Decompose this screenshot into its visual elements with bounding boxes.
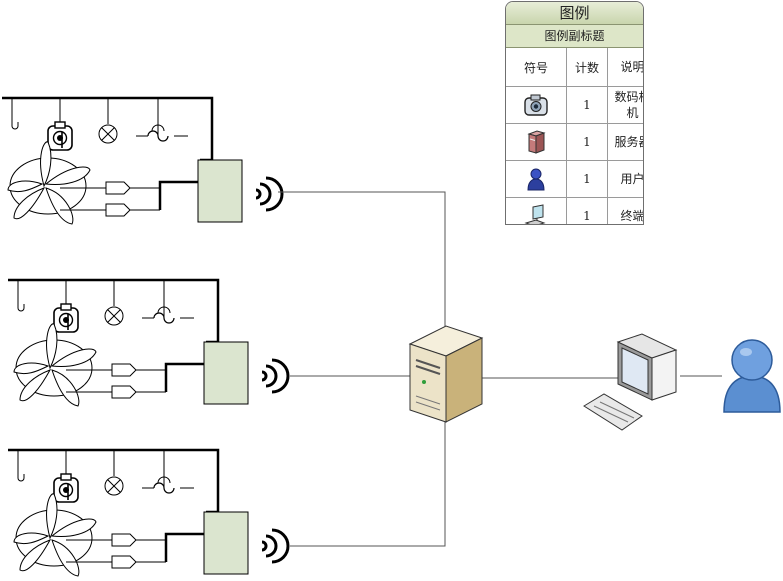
legend-count: 1 xyxy=(566,86,608,124)
server-icon[interactable] xyxy=(408,325,484,423)
camera-icon xyxy=(524,94,548,116)
server-icon xyxy=(527,130,546,154)
legend-symbol xyxy=(506,160,567,198)
site-1 xyxy=(0,96,284,226)
legend-symbol xyxy=(506,123,567,161)
legend-header-count: 计数 xyxy=(566,48,608,87)
legend-row-user: 1 用户 xyxy=(506,160,643,198)
legend-symbol xyxy=(506,86,567,124)
site-2 xyxy=(6,278,290,408)
legend-header-description: 说明 xyxy=(607,48,643,87)
legend-description: 数码相机 xyxy=(607,86,643,124)
legend-description: 终端 xyxy=(607,197,643,224)
legend-header-symbol: 符号 xyxy=(506,48,567,87)
legend-row-terminal: 1 终端 xyxy=(506,197,643,224)
legend-count: 1 xyxy=(566,123,608,161)
terminal-icon[interactable] xyxy=(583,333,678,431)
legend: 图例 图例副标题 符号 计数 说明 1 数码相机 xyxy=(505,1,644,225)
network-lines xyxy=(278,191,722,547)
site-3 xyxy=(6,448,290,578)
user-icon[interactable] xyxy=(723,339,781,413)
legend-symbol xyxy=(506,197,567,224)
legend-subtitle: 图例副标题 xyxy=(506,25,643,48)
legend-title: 图例 xyxy=(506,2,643,25)
legend-description: 服务器 xyxy=(607,123,643,161)
user-icon xyxy=(527,168,545,191)
legend-table: 符号 计数 说明 1 数码相机 xyxy=(506,48,643,224)
legend-row-server: 1 服务器 xyxy=(506,123,643,161)
legend-description: 用户 xyxy=(607,160,643,198)
legend-count: 1 xyxy=(566,160,608,198)
terminal-icon xyxy=(524,204,546,224)
legend-count: 1 xyxy=(566,197,608,224)
legend-row-camera: 1 数码相机 xyxy=(506,86,643,124)
legend-header-row: 符号 计数 说明 xyxy=(506,48,643,87)
